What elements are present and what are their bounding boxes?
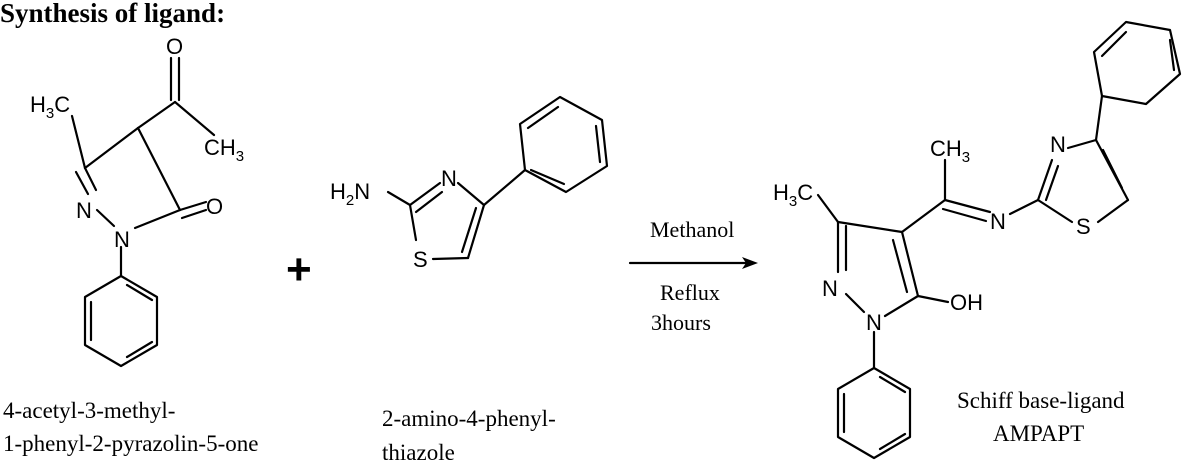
condition-solvent: Methanol [650, 217, 734, 242]
product-caption-line2: AMPAPT [993, 421, 1084, 446]
scheme-title: Synthesis of ligand: [0, 0, 225, 28]
r2-h2n: H2N [330, 179, 370, 209]
r1-n1: N [114, 227, 130, 252]
r1-h3c-h: H3C [30, 92, 70, 122]
reactant1-structure [70, 56, 216, 368]
r1-acetyl-o: O [166, 34, 183, 59]
r1-keto-o: O [206, 194, 223, 219]
product-structure [816, 20, 1182, 460]
p-ch3: CH3 [930, 136, 970, 166]
product-caption-line1: Schiff base-ligand [957, 388, 1125, 413]
condition-time: 3hours [651, 310, 711, 335]
r2-s-ring: S [413, 247, 428, 272]
reactant2-caption-line2: thiazole [382, 440, 455, 463]
reactant2-caption-line1: 2-amino-4-phenyl- [382, 406, 556, 431]
reactant1-caption-line1: 4-acetyl-3-methyl- [3, 398, 175, 423]
p-h3c: H3C [773, 180, 813, 210]
p-oh: OH [950, 290, 983, 315]
p-s-thiazole: S [1076, 214, 1091, 239]
p-n-imine: N [990, 209, 1006, 234]
reaction-arrow [628, 257, 758, 269]
reactant1-caption-line2: 1-phenyl-2-pyrazolin-5-one [3, 431, 258, 456]
p-n2: N [822, 276, 838, 301]
r1-ch3: CH3 [204, 135, 244, 165]
r1-n2: N [76, 198, 92, 223]
p-n1: N [866, 310, 882, 335]
condition-mode: Reflux [660, 280, 720, 305]
reactant2-structure [386, 95, 609, 261]
r2-n-ring: N [441, 166, 457, 191]
p-n-thiazole: N [1050, 132, 1066, 157]
plus-sign: + [286, 245, 312, 294]
